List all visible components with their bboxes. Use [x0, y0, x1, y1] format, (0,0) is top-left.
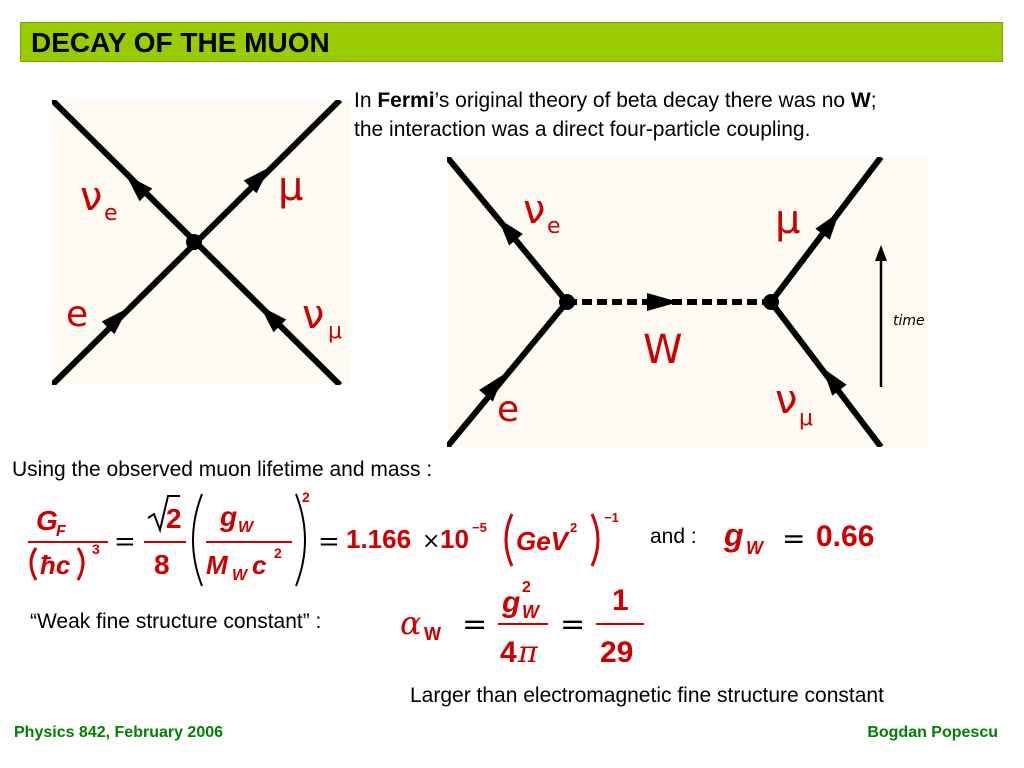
- alpha-pi: π: [517, 635, 539, 670]
- diagram1-arrow-mu: [243, 167, 270, 194]
- equals-2: =: [318, 527, 340, 557]
- diagram2-arrow-nu-e: [498, 218, 523, 246]
- intro-fermi: Fermi: [377, 89, 435, 112]
- c-symbol: c: [252, 550, 267, 580]
- gf-sub: F: [56, 523, 67, 540]
- alpha-g: g: [501, 586, 520, 619]
- diagram2-label-mu: μ: [775, 197, 800, 243]
- ten-exp: −5: [472, 520, 487, 535]
- ten: 10: [440, 524, 469, 554]
- diagram1-arrow-e: [101, 308, 128, 335]
- diagram2-line-e: [447, 300, 570, 447]
- hbar-exp: 3: [92, 541, 100, 557]
- alpha-den: 29: [600, 636, 633, 669]
- times-sign: ×: [422, 529, 440, 554]
- diagram1-vertex: [186, 234, 202, 250]
- alpha-g-exp: 2: [522, 579, 531, 596]
- time-label: time: [893, 313, 925, 329]
- intro-w: W: [850, 89, 871, 112]
- alpha-num: 1: [612, 584, 629, 617]
- alpha-w-formula: α W = g 2 W 4 π = 1 29: [400, 579, 644, 670]
- gev-exp: 2: [570, 520, 577, 535]
- diagram2-vertex-left: [559, 294, 575, 310]
- alpha-equals-1: =: [462, 607, 487, 642]
- page-title: DECAY OF THE MUON: [31, 27, 330, 58]
- gw-value-equals: =: [782, 522, 805, 555]
- weak-label: “Weak fine structure constant” :: [30, 610, 322, 633]
- gev-paren-left: [504, 513, 514, 567]
- diagram1-label-mu: μ: [278, 164, 303, 210]
- alpha-four: 4: [500, 636, 517, 669]
- diagram2-label-nu-mu: ν: [775, 377, 797, 423]
- alpha-equals-2: =: [560, 607, 585, 642]
- alpha-g-sub: W: [522, 602, 541, 622]
- gf-value: 1.166: [346, 524, 411, 554]
- intro-part: ’s original theory of beta decay there w…: [434, 89, 851, 112]
- diagram1-label-e: e: [66, 294, 88, 335]
- big-paren-exp: 2: [302, 489, 310, 505]
- diagram1-label-nu-mu: ν: [302, 292, 324, 338]
- c-exp: 2: [274, 545, 282, 561]
- diagram2-arrow-mu: [815, 211, 840, 240]
- mw-symbol: M: [206, 550, 229, 580]
- gw-symbol: g: [219, 501, 237, 532]
- gw-value-number: 0.66: [816, 520, 874, 553]
- using-text: Using the observed muon lifetime and mas…: [12, 458, 433, 481]
- time-arrow-icon: [875, 245, 887, 261]
- diagram2-label-w: W: [643, 327, 683, 373]
- diagram1-label-nu-mu-sub: μ: [328, 319, 342, 344]
- gw-value-sub: W: [746, 538, 765, 558]
- diagram2-arrow-w: [647, 293, 679, 311]
- big-paren-left: [192, 493, 203, 587]
- diagram2-arrow-nu-mu: [822, 367, 847, 396]
- alpha-symbol: α: [400, 604, 422, 642]
- diagram2-vertex-right: [763, 294, 779, 310]
- intro-text: In Fermi’s original theory of beta decay…: [354, 86, 1014, 144]
- fermi-four-point-diagram: ν e μ e ν μ: [52, 100, 350, 385]
- intro-part: ;: [870, 89, 877, 112]
- diagram2-label-nu-e: ν: [523, 187, 545, 233]
- diagram1-arrow-nu-mu: [260, 306, 287, 333]
- alpha-sub: W: [424, 624, 441, 644]
- hbar-paren-left: [29, 547, 38, 581]
- hbar-paren-right: [76, 547, 85, 581]
- diagram1-label-nu-e: ν: [80, 174, 102, 220]
- hbar-c: ħc: [40, 550, 71, 580]
- larger-note: Larger than electromagnetic fine structu…: [410, 684, 884, 707]
- mw-sub: W: [232, 567, 249, 584]
- diagram2-label-nu-e-sub: e: [547, 214, 561, 239]
- diagram2-label-e: e: [497, 389, 519, 430]
- footer-author: Bogdan Popescu: [867, 724, 998, 741]
- intro-line2: the interaction was a direct four-partic…: [354, 118, 811, 141]
- equals-1: =: [114, 527, 136, 557]
- big-paren-right: [295, 493, 306, 587]
- diagram2-label-nu-mu-sub: μ: [799, 406, 813, 431]
- fermi-constant-formula: G F ħc 3 = 2 8 g W M W c 2 2 = 1.166 × 1…: [28, 489, 619, 587]
- gw-value-formula: g W = 0.66: [723, 517, 874, 558]
- gf-symbol: G: [36, 505, 58, 536]
- gw-value-symbol: g: [723, 517, 744, 553]
- sqrt-icon: [147, 495, 180, 534]
- gev-paren-right: [590, 513, 600, 567]
- gev: GeV: [516, 526, 571, 556]
- sqrt-2: 2: [166, 503, 182, 534]
- gw-sub: W: [238, 519, 255, 536]
- diagram2-arrow-e: [479, 374, 504, 402]
- title-bar: DECAY OF THE MUON: [20, 22, 1003, 62]
- gev-pow: −1: [604, 510, 619, 525]
- intro-part: In: [354, 89, 378, 112]
- eight: 8: [154, 549, 170, 580]
- footer-course: Physics 842, February 2006: [14, 724, 224, 741]
- w-exchange-diagram: ν e μ W e ν μ time: [447, 157, 929, 447]
- and-label: and :: [650, 525, 697, 548]
- diagram1-label-nu-e-sub: e: [104, 201, 118, 226]
- diagram1-arrow-nu-e: [126, 175, 153, 202]
